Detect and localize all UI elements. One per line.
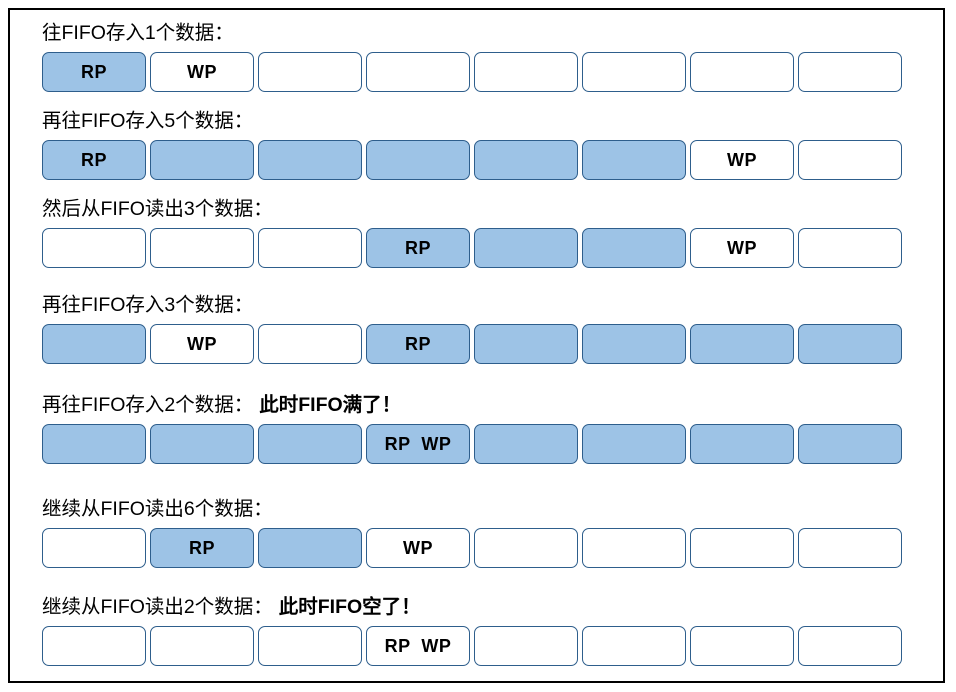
pointer-label: RP: [80, 149, 107, 170]
fifo-cell: [474, 324, 578, 364]
row-caption: 再往FIFO存入2个数据：此时FIFO满了！: [42, 392, 907, 418]
fifo-cell: [582, 228, 686, 268]
fifo-row: 再往FIFO存入2个数据：此时FIFO满了！ RP WP: [42, 392, 907, 464]
row-caption-text: 往FIFO存入1个数据：: [42, 22, 234, 44]
fifo-cell: [150, 626, 254, 666]
row-caption: 往FIFO存入1个数据：: [42, 20, 907, 46]
fifo-cell: [798, 424, 902, 464]
pointer-label: RP: [188, 537, 215, 558]
fifo-cell: [582, 324, 686, 364]
fifo-row: 往FIFO存入1个数据： RP WP: [42, 20, 907, 92]
fifo-cell-strip: RP WP: [42, 140, 907, 180]
fifo-row: 再往FIFO存入5个数据： RP WP: [42, 108, 907, 180]
fifo-cell: [258, 324, 362, 364]
fifo-cell: [258, 424, 362, 464]
row-caption-text: 再往FIFO存入3个数据：: [42, 294, 254, 316]
fifo-cell: [798, 228, 902, 268]
fifo-cell: WP: [690, 228, 794, 268]
row-caption-text: 然后从FIFO读出3个数据：: [42, 198, 273, 220]
fifo-cell: [474, 52, 578, 92]
fifo-cell: [798, 324, 902, 364]
fifo-cell: [150, 424, 254, 464]
pointer-label: RP WP: [384, 635, 452, 656]
fifo-cell: [690, 324, 794, 364]
fifo-cell: [42, 528, 146, 568]
row-caption: 继续从FIFO读出6个数据：: [42, 496, 907, 522]
fifo-cell: [474, 424, 578, 464]
row-caption-emphasis: 此时FIFO满了！: [259, 394, 402, 416]
fifo-cell: [42, 626, 146, 666]
fifo-cell: [582, 424, 686, 464]
row-caption-text: 再往FIFO存入2个数据：: [42, 394, 254, 416]
row-caption: 再往FIFO存入5个数据：: [42, 108, 907, 134]
fifo-cell-strip: RP WP: [42, 528, 907, 568]
fifo-row: 再往FIFO存入3个数据： WP RP: [42, 292, 907, 364]
row-caption-text: 继续从FIFO读出6个数据：: [42, 498, 273, 520]
fifo-cell: [42, 324, 146, 364]
pointer-label: RP: [404, 333, 431, 354]
fifo-cell: [690, 52, 794, 92]
fifo-cell: [582, 140, 686, 180]
fifo-cell: RP: [366, 228, 470, 268]
fifo-cell: [150, 140, 254, 180]
fifo-cell: [582, 528, 686, 568]
pointer-label: WP: [187, 333, 217, 354]
pointer-label: WP: [187, 61, 217, 82]
fifo-cell: [474, 528, 578, 568]
pointer-label: RP: [404, 237, 431, 258]
fifo-cell-strip: RP WP: [42, 52, 907, 92]
pointer-label: WP: [727, 149, 757, 170]
fifo-cell: [690, 528, 794, 568]
fifo-cell: [42, 424, 146, 464]
fifo-cell: RP: [42, 52, 146, 92]
fifo-cell-strip: RP WP: [42, 626, 907, 666]
fifo-cell: RP: [150, 528, 254, 568]
fifo-cell: WP: [150, 324, 254, 364]
fifo-cell: [366, 140, 470, 180]
fifo-cell: [474, 140, 578, 180]
fifo-cell: [474, 626, 578, 666]
fifo-cell: [258, 528, 362, 568]
row-caption-text: 再往FIFO存入5个数据：: [42, 110, 254, 132]
row-caption: 然后从FIFO读出3个数据：: [42, 196, 907, 222]
fifo-cell: [42, 228, 146, 268]
pointer-label: WP: [727, 237, 757, 258]
fifo-cell: [258, 626, 362, 666]
fifo-cell: [150, 228, 254, 268]
fifo-row: 继续从FIFO读出2个数据：此时FIFO空了！ RP WP: [42, 594, 907, 666]
fifo-cell: [798, 528, 902, 568]
row-caption-text: 继续从FIFO读出2个数据：: [42, 596, 273, 618]
row-caption-emphasis: 此时FIFO空了！: [278, 596, 421, 618]
fifo-cell: RP: [366, 324, 470, 364]
fifo-cell: RP WP: [366, 626, 470, 666]
fifo-cell: [798, 52, 902, 92]
fifo-cell-strip: RP WP: [42, 228, 907, 268]
fifo-row: 然后从FIFO读出3个数据： RP WP: [42, 196, 907, 268]
fifo-cell: WP: [366, 528, 470, 568]
fifo-cell: WP: [690, 140, 794, 180]
row-caption: 再往FIFO存入3个数据：: [42, 292, 907, 318]
fifo-cell: RP WP: [366, 424, 470, 464]
fifo-cell: RP: [42, 140, 146, 180]
fifo-cell: [258, 140, 362, 180]
fifo-cell: [690, 424, 794, 464]
fifo-cell-strip: WP RP: [42, 324, 907, 364]
fifo-cell: WP: [150, 52, 254, 92]
fifo-cell: [582, 52, 686, 92]
fifo-cell: [366, 52, 470, 92]
fifo-cell: [582, 626, 686, 666]
pointer-label: RP WP: [384, 433, 452, 454]
fifo-row: 继续从FIFO读出6个数据： RP WP: [42, 496, 907, 568]
fifo-cell: [798, 140, 902, 180]
pointer-label: WP: [403, 537, 433, 558]
pointer-label: RP: [80, 61, 107, 82]
row-caption: 继续从FIFO读出2个数据：此时FIFO空了！: [42, 594, 907, 620]
fifo-cell: [474, 228, 578, 268]
fifo-cell: [258, 228, 362, 268]
fifo-cell: [798, 626, 902, 666]
fifo-cell: [690, 626, 794, 666]
fifo-cell-strip: RP WP: [42, 424, 907, 464]
fifo-cell: [258, 52, 362, 92]
